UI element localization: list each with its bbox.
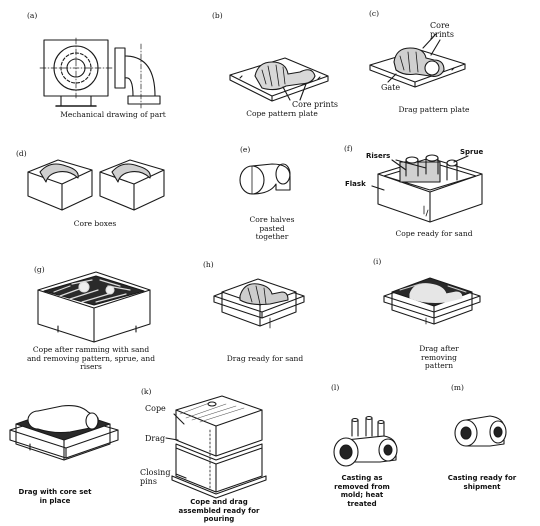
panel-b-core-prints-label: Core prints: [292, 100, 339, 109]
panel-c-drawing: [370, 34, 465, 87]
panel-e-tag: (e): [240, 145, 251, 154]
panel-k-cope-label: Cope: [145, 404, 166, 413]
panel-e-drawing: [240, 164, 290, 194]
panel-g-caption: Cope after ramming with sand and removin…: [26, 345, 156, 371]
panel-g-drawing: [38, 272, 150, 342]
panel-f-flask-label: Flask: [345, 180, 366, 188]
panel-c-tag: (c): [369, 9, 380, 18]
panel-f-sprue-label: Sprue: [460, 148, 484, 156]
panel-i-tag: (i): [373, 257, 382, 266]
panel-k-caption: Cope and drag assembled ready for pourin…: [178, 498, 260, 523]
panel-a-caption: Mechanical drawing of part: [60, 110, 166, 119]
panel-j-caption: Drag with core set in place: [18, 488, 92, 505]
panel-i-drawing: [384, 278, 480, 324]
panel-a-tag: (a): [27, 11, 38, 20]
panel-j-drawing: [10, 406, 118, 460]
panel-l-caption: Casting as removed from mold; heat treat…: [334, 474, 390, 508]
panel-f-tag: (f): [344, 144, 353, 153]
panel-f-risers-label: Risers: [366, 152, 391, 160]
panel-k-tag: (k): [141, 387, 152, 396]
panel-c-gate-label: Gate: [381, 83, 401, 92]
panel-b-drawing: [230, 58, 328, 101]
panel-b-tag: (b): [212, 11, 223, 20]
panel-h-caption: Drag ready for sand: [226, 354, 304, 363]
panel-k-closing-pins-label: Closing pins: [140, 468, 171, 486]
panel-c-core-prints-label: Core prints: [430, 21, 454, 39]
panel-f-caption: Cope ready for sand: [395, 229, 473, 238]
panel-k-drawing: [166, 396, 266, 498]
panel-g-tag: (g): [34, 265, 45, 274]
panel-l-tag: (l): [331, 383, 340, 392]
panel-d-caption: Core boxes: [73, 219, 117, 228]
panel-m-tag: (m): [451, 383, 464, 392]
panel-a-drawing: [40, 38, 160, 108]
panel-d-drawing: [28, 160, 164, 210]
panel-i-caption: Drag after removing pattern: [419, 344, 459, 370]
panel-f-drawing: [372, 155, 482, 222]
panel-e-caption: Core halves pasted together: [249, 215, 295, 241]
panel-c-caption: Drag pattern plate: [398, 105, 470, 114]
panel-k-drag-label: Drag: [145, 434, 166, 443]
panel-h-tag: (h): [203, 260, 214, 269]
panel-b-caption: Cope pattern plate: [246, 109, 318, 118]
panel-h-drawing: [214, 279, 304, 328]
panel-d-tag: (d): [16, 149, 27, 158]
panel-l-drawing: [334, 417, 397, 467]
panel-m-drawing: [455, 416, 506, 446]
panel-m-caption: Casting ready for shipment: [447, 474, 517, 491]
